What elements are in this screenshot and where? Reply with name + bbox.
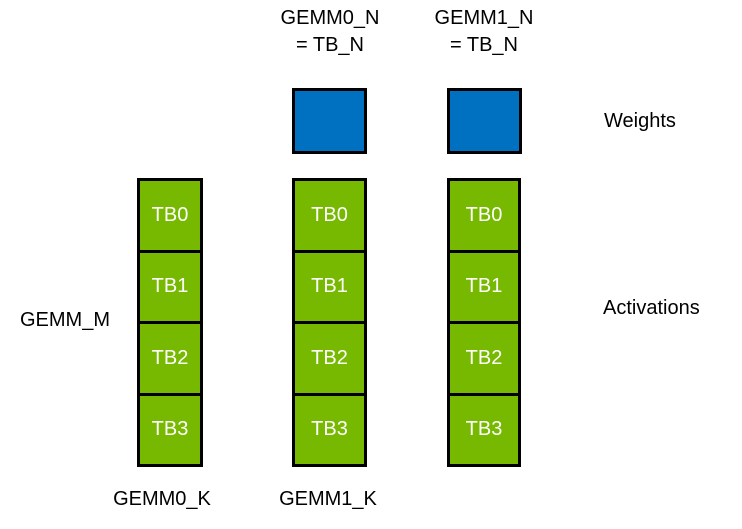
gemm0-k-label: GEMM0_K — [113, 488, 211, 510]
activations-label: Activations — [603, 297, 700, 319]
weight-tile-gemm1 — [447, 88, 522, 154]
tb-block: TB0 — [295, 181, 364, 250]
tb-block: TB2 — [295, 321, 364, 393]
gemm-m-label: GEMM_M — [20, 309, 110, 331]
tb-block: TB2 — [450, 321, 518, 393]
activation-column-1: TB0 TB1 TB2 TB3 — [292, 178, 367, 467]
tb-block: TB1 — [450, 249, 518, 321]
activation-column-0: TB0 TB1 TB2 TB3 — [137, 178, 203, 467]
weights-label: Weights — [604, 110, 676, 132]
weight-tile-gemm0 — [292, 88, 367, 154]
tb-block: TB2 — [140, 321, 200, 393]
gemm1-n-label: GEMM1_N = TB_N — [434, 7, 534, 56]
tb-block: TB1 — [295, 249, 364, 321]
tb-block: TB1 — [140, 249, 200, 321]
tb-block: TB0 — [140, 181, 200, 250]
activation-column-2: TB0 TB1 TB2 TB3 — [447, 178, 521, 467]
tb-block: TB3 — [140, 392, 200, 464]
gemm1-k-label: GEMM1_K — [279, 488, 377, 510]
tb-block: TB0 — [450, 181, 518, 250]
tb-block: TB3 — [295, 392, 364, 464]
gemm0-n-label: GEMM0_N = TB_N — [280, 7, 380, 56]
tb-block: TB3 — [450, 392, 518, 464]
